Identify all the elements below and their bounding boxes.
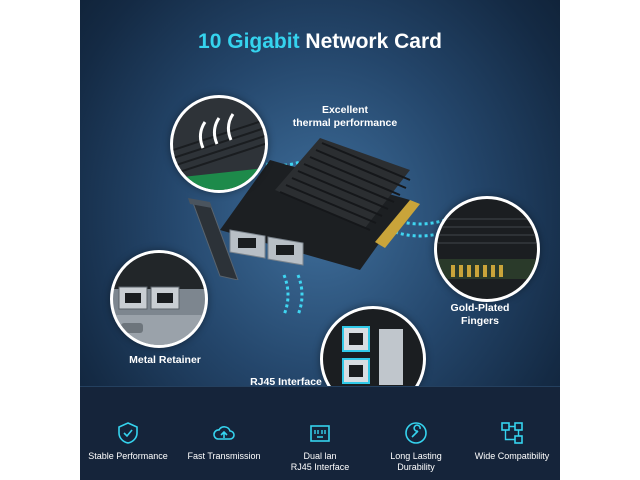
network-card-image bbox=[188, 138, 420, 280]
feature-label: Dual lan RJ45 Interface bbox=[290, 451, 350, 472]
cloud-speed-icon bbox=[213, 426, 235, 440]
product-banner: 10 Gigabit Network Card bbox=[80, 0, 560, 480]
thermal-detail-circle bbox=[170, 95, 268, 193]
feature-label: Fast Transmission bbox=[187, 451, 261, 461]
feature-label: Stable Performance bbox=[88, 451, 168, 461]
wrench-icon bbox=[405, 422, 427, 444]
ethernet-port-icon bbox=[310, 425, 330, 442]
airflow-waves-right bbox=[394, 218, 446, 238]
feature-band: Stable Performance Fast Transmission Dua… bbox=[80, 386, 560, 480]
gold-fingers-label: Gold-Plated Fingers bbox=[450, 302, 510, 327]
shield-check-icon bbox=[118, 422, 138, 444]
title-rest: Network Card bbox=[299, 30, 442, 53]
feature-dual-lan: Dual lan RJ45 Interface bbox=[272, 387, 368, 480]
feature-label: Wide Compatibility bbox=[474, 451, 550, 461]
feature-fast-transmission: Fast Transmission bbox=[176, 387, 272, 480]
gold-fingers-circle bbox=[434, 196, 540, 302]
feature-stable-performance: Stable Performance bbox=[80, 387, 176, 480]
airflow-waves-bottom bbox=[282, 274, 304, 316]
feature-label: Long Lasting Durability bbox=[390, 451, 442, 472]
title-accent: 10 Gigabit bbox=[198, 30, 300, 53]
metal-retainer-label: Metal Retainer bbox=[129, 354, 201, 366]
metal-retainer-circle bbox=[110, 250, 208, 348]
feature-durability: Long Lasting Durability bbox=[368, 387, 464, 480]
feature-wide-compatibility: Wide Compatibility bbox=[464, 387, 560, 480]
rj45-interface-label: RJ45 Interface bbox=[250, 376, 322, 388]
network-nodes-icon bbox=[501, 422, 523, 444]
page-title: 10 Gigabit Network Card bbox=[80, 30, 560, 54]
thermal-label: Excellent thermal performance bbox=[292, 104, 398, 129]
